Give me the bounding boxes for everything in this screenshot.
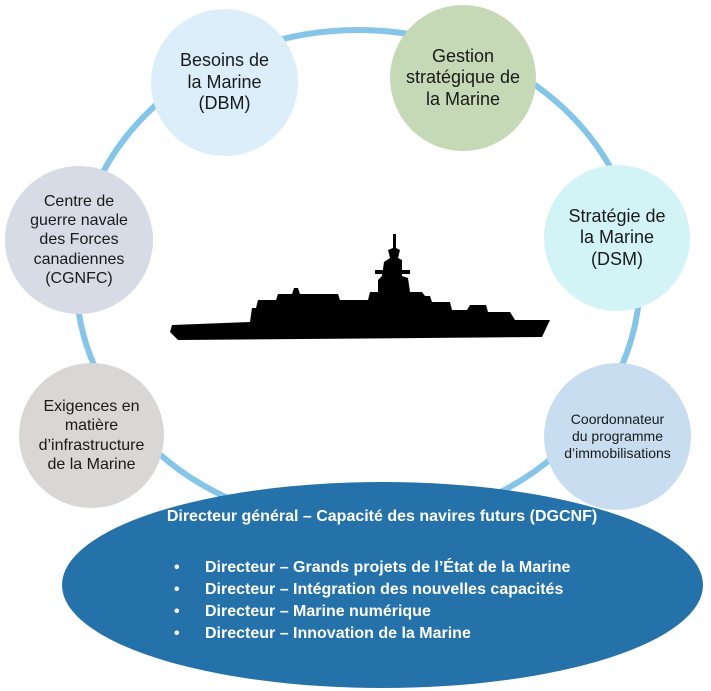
dgcnf-ellipse: Directeur général – Capacité des navires… — [62, 482, 703, 688]
node-exigences-infrastructure: Exigences en matière d’infrastructure de… — [19, 363, 164, 508]
warship-radar — [375, 270, 410, 274]
node-gestion-strategique: Gestion stratégique de la Marine — [390, 5, 536, 151]
list-item-label: Directeur – Innovation de la Marine — [205, 625, 471, 642]
list-item: • Directeur – Grands projets de l’État de… — [174, 557, 570, 579]
list-item-label: Directeur – Intégration des nouvelles ca… — [205, 581, 564, 598]
bullet-icon: • — [174, 559, 180, 576]
list-item: • Directeur – Intégration des nouvelles c… — [174, 579, 570, 601]
warship-hull — [170, 234, 550, 340]
list-item: • Directeur – Marine numérique — [174, 601, 570, 623]
warship-silhouette-icon — [170, 234, 550, 340]
bullet-icon: • — [174, 581, 180, 598]
node-coordonnateur-immobilisations: Coordonnateur du programme d’immobilisat… — [544, 363, 691, 510]
dgcnf-title: Directeur général – Capacité des navires… — [166, 508, 598, 525]
dgcnf-directorate-list: • Directeur – Grands projets de l’État de… — [174, 557, 570, 645]
node-besoins-marine: Besoins de la Marine (DBM) — [151, 9, 298, 156]
bullet-icon: • — [174, 603, 180, 620]
node-cgnfc: Centre de guerre navale des Forces canad… — [5, 166, 153, 314]
list-item-label: Directeur – Marine numérique — [205, 603, 431, 620]
list-item: • Directeur – Innovation de la Marine — [174, 623, 570, 645]
bullet-icon: • — [174, 625, 180, 642]
node-strategie-marine: Stratégie de la Marine (DSM) — [544, 165, 690, 311]
list-item-label: Directeur – Grands projets de l’État de … — [205, 559, 571, 576]
